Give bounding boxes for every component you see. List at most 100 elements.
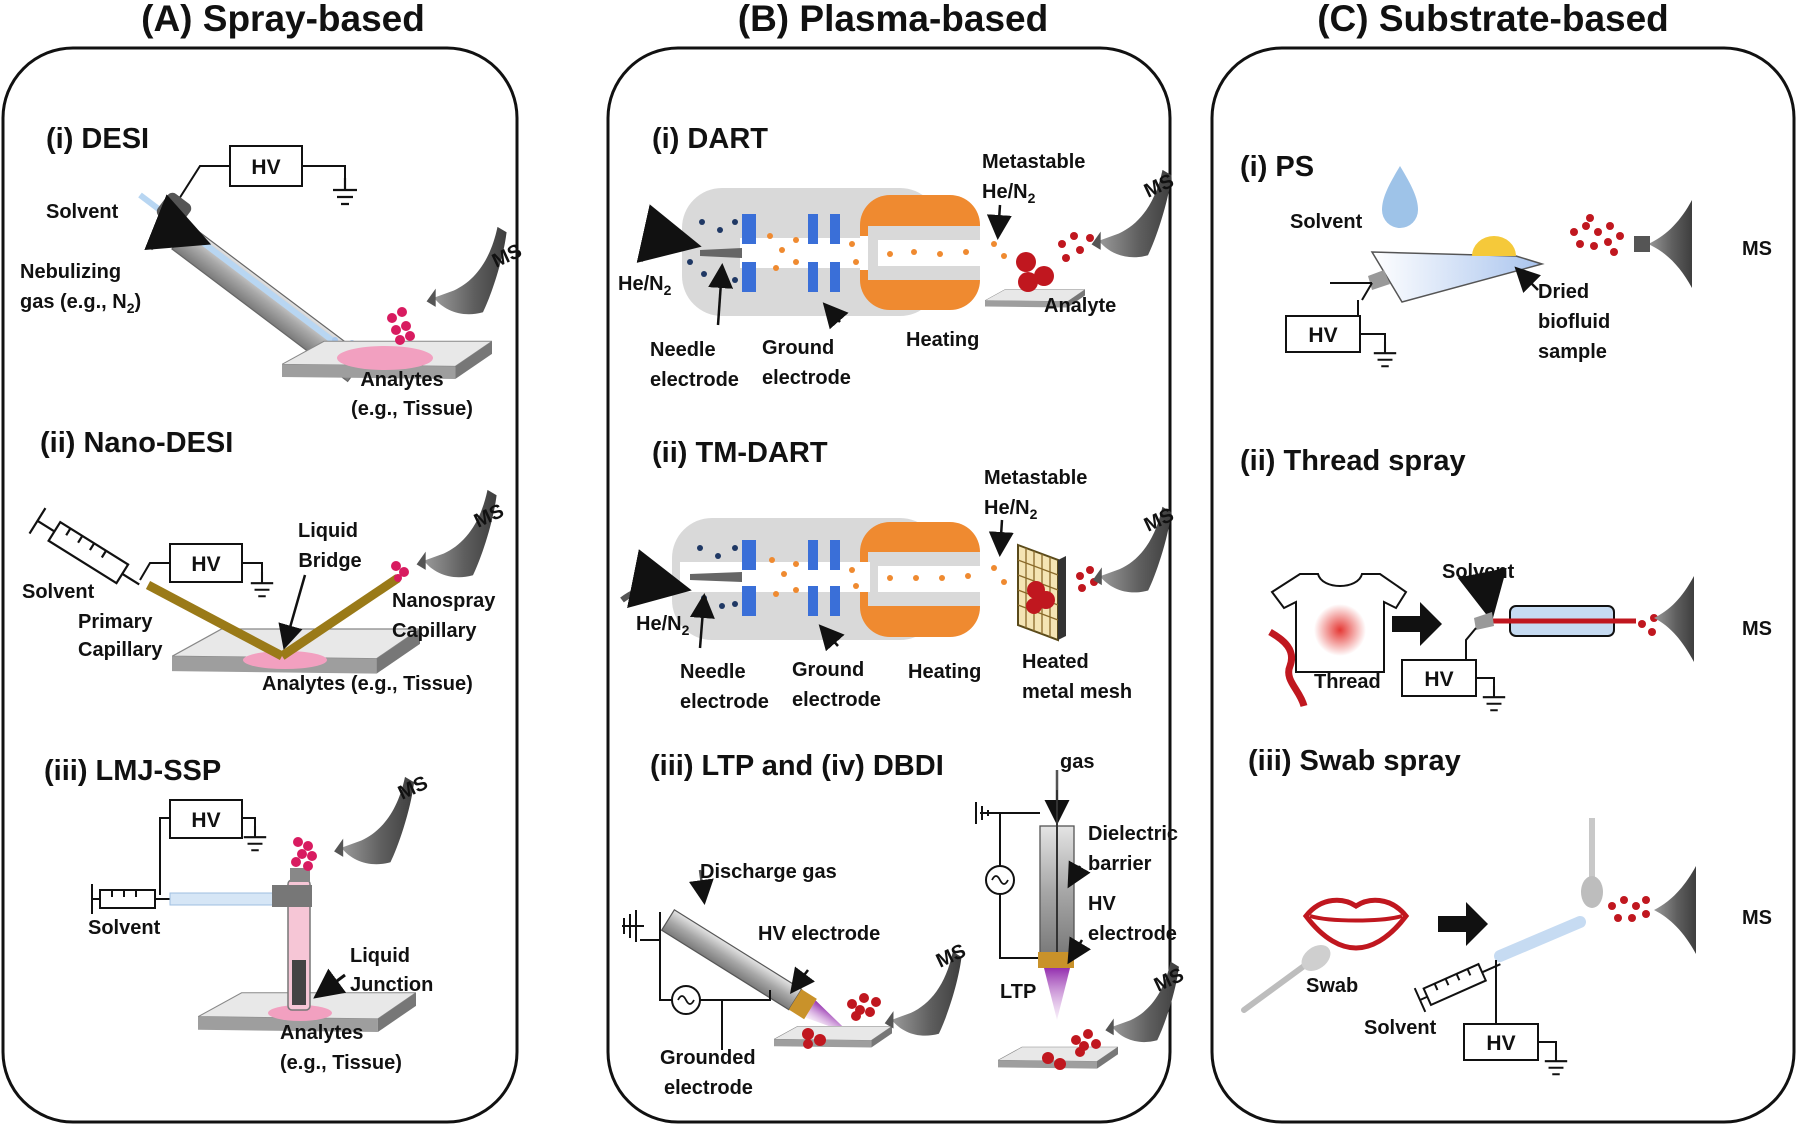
discharge-label: Discharge gas	[700, 861, 837, 883]
ms-label: MS	[1151, 964, 1187, 997]
dried-label-line1: Dried	[1538, 281, 1589, 303]
hv-box	[169, 543, 243, 583]
panel-substrate-based: (C) Substrate-based (i) PS Solvent HV Dr…	[1210, 0, 1796, 1124]
needle-label-line1: Needle	[680, 661, 746, 683]
hv-electrode-label-line2: electrode	[1088, 923, 1177, 945]
solvent-label: Solvent	[46, 201, 119, 223]
junction-label-line2: Junction	[350, 974, 433, 996]
primary-label-line1: Primary	[78, 611, 153, 633]
analyte-label-line1: Analytes	[360, 369, 443, 391]
ground-icon	[249, 572, 275, 598]
solvent-label: Solvent	[1290, 211, 1363, 233]
ion-cluster	[1570, 214, 1624, 256]
sample-stage	[774, 1025, 892, 1048]
gas-label-line1: Nebulizing	[20, 261, 121, 283]
ground-label-line2: electrode	[792, 689, 881, 711]
section-title: (ii) Thread spray	[1240, 445, 1466, 477]
needle-label-line1: Needle	[650, 339, 716, 361]
lmj-ssp-diagram: (iii) LMJ-SSP HV MS Solvent Li	[44, 755, 433, 1074]
hv-label: HV	[1486, 1032, 1515, 1055]
paper-triangle	[1370, 251, 1545, 303]
dried-label-line2: biofluid	[1538, 311, 1610, 333]
dried-sample	[1472, 236, 1516, 256]
thread-label: Thread	[1314, 671, 1381, 693]
ion-cluster	[1608, 896, 1650, 922]
grounded-label-line2: electrode	[664, 1077, 753, 1099]
ground-icon	[1372, 342, 1398, 368]
tissue-sample	[243, 651, 327, 669]
panel-title: (A) Spray-based	[141, 0, 425, 39]
ground-icon	[622, 910, 644, 942]
funnel-icon	[416, 489, 497, 578]
swab-label: Swab	[1306, 975, 1358, 997]
arrow-right-icon	[1438, 902, 1488, 946]
section-title: (i) PS	[1240, 151, 1314, 183]
ltp-dbdi-diagram: (iii) LTP and (iv) DBDI Discharge gas HV…	[622, 750, 1187, 1099]
bridge-label-line1: Liquid	[298, 520, 358, 542]
primary-label-line2: Capillary	[78, 639, 163, 661]
arrow-right-icon	[1392, 602, 1442, 646]
section-title: (ii) TM-DART	[652, 437, 828, 469]
ion-cluster	[291, 837, 317, 871]
ground-icon	[1481, 686, 1507, 712]
ground-icon	[331, 178, 359, 206]
nano-desi-diagram: (ii) Nano-DESI HV Liquid Bridge Solvent …	[22, 427, 507, 695]
hv-label: HV	[1308, 324, 1337, 347]
section-title: (iii) Swab spray	[1248, 745, 1461, 777]
ms-label: MS	[1141, 504, 1177, 537]
panel-border	[1, 46, 519, 1124]
lips-icon	[1302, 897, 1410, 951]
ground-icon	[242, 826, 268, 852]
gas-label-line2: gas (e.g., N2)	[20, 291, 141, 316]
swab-icon	[1241, 945, 1331, 1013]
panel-title: (C) Substrate-based	[1317, 0, 1669, 39]
tissue-sample	[268, 1005, 332, 1021]
desi-diagram: (i) DESI HV Solvent Nebulizing gas (e.g.…	[20, 123, 525, 420]
panel-spray-based: (A) Spray-based (i) DESI HV Solvent Nebu…	[1, 0, 525, 1124]
solvent-label: Solvent	[22, 581, 95, 603]
needle-label-line2: electrode	[680, 691, 769, 713]
funnel-icon	[1654, 576, 1694, 662]
panel-border	[606, 46, 1172, 1124]
metastable-label-line2: He/N2	[984, 497, 1038, 522]
ion-cluster	[387, 307, 415, 345]
hv-electrode-label-line1: HV	[1088, 893, 1116, 915]
hv-box	[1463, 1023, 1539, 1061]
bridge-label-line2: Bridge	[298, 550, 361, 572]
hv-label: HV	[191, 553, 220, 576]
droplet-icon	[1382, 166, 1418, 228]
metastable-label-line1: Metastable	[982, 151, 1085, 173]
dart-diagram: (i) DART He/N2 MS Metastable He/N2	[618, 123, 1177, 391]
hv-electrode-label: HV electrode	[758, 923, 880, 945]
analyte-label-line2: (e.g., Tissue)	[351, 398, 473, 420]
analytes-label: Analytes (e.g., Tissue)	[262, 673, 473, 695]
section-title: (ii) Nano-DESI	[40, 427, 233, 459]
analyte-label-line2: (e.g., Tissue)	[280, 1052, 402, 1074]
needle-label-line2: electrode	[650, 369, 739, 391]
junction-label-line1: Liquid	[350, 945, 410, 967]
ground-icon	[975, 802, 1000, 824]
syringe-icon	[28, 507, 140, 586]
ground-icon	[1543, 1050, 1569, 1076]
tissue-sample	[337, 346, 433, 370]
section-title: (iii) LTP and (iv) DBDI	[650, 750, 944, 782]
paper-spray-diagram: (i) PS Solvent HV Dried biofluid sample …	[1240, 151, 1772, 368]
section-title: (i) DESI	[46, 123, 149, 155]
syringe-icon	[1413, 962, 1501, 1013]
solvent-label: Solvent	[1442, 561, 1515, 583]
analyte-label-line1: Analytes	[280, 1022, 363, 1044]
gas-label: gas	[1060, 751, 1094, 773]
gas-label: He/N2	[636, 613, 690, 638]
swab-head	[1581, 876, 1603, 908]
nanospray-label-line1: Nanospray	[392, 590, 496, 612]
metastable-label-line2: He/N2	[982, 181, 1036, 206]
solvent-label: Solvent	[1364, 1017, 1437, 1039]
ltp-probe	[660, 908, 851, 1034]
solvent-label: Solvent	[88, 917, 161, 939]
dielectric-label-line2: barrier	[1088, 853, 1152, 875]
section-title: (i) DART	[652, 123, 768, 155]
nanospray-label-line2: Capillary	[392, 620, 477, 642]
primary-capillary	[145, 581, 285, 660]
ms-label: MS	[1742, 907, 1772, 929]
